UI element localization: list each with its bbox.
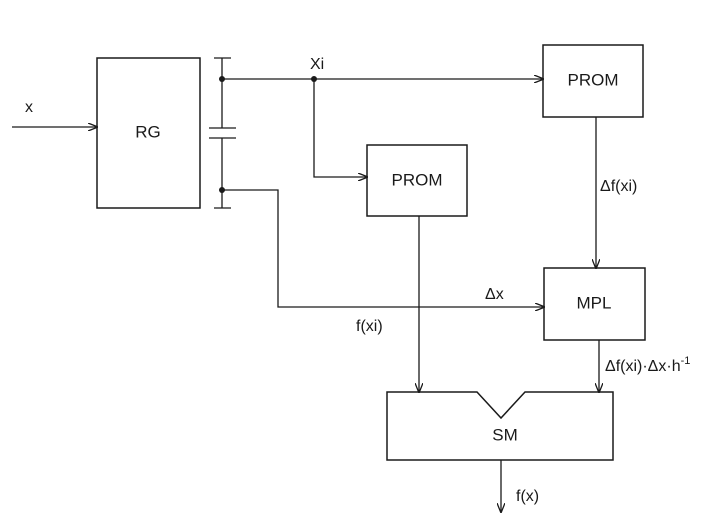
output-fx-label: f(x) bbox=[516, 488, 539, 505]
sm-label: SM bbox=[492, 425, 518, 444]
rg-label: RG bbox=[135, 122, 161, 141]
f-xi-label: f(xi) bbox=[356, 318, 383, 335]
mpl-block bbox=[543, 267, 646, 341]
mpl-label: MPL bbox=[577, 293, 612, 312]
input-x-label: x bbox=[25, 99, 33, 116]
xi-label: Xi bbox=[310, 56, 324, 73]
junction-xi-bus bbox=[219, 76, 225, 82]
prom-mid-block bbox=[366, 144, 468, 217]
prom-top-label: PROM bbox=[568, 70, 619, 89]
delta-x-to-mpl-arrow bbox=[222, 189, 544, 307]
sm-block bbox=[386, 391, 614, 461]
xi-to-prom-mid-arrow bbox=[313, 79, 367, 177]
rg-block bbox=[96, 57, 201, 209]
prom-top-block bbox=[542, 44, 644, 118]
delta-x-label: Δx bbox=[485, 286, 504, 303]
delta-f-xi-label: Δf(xi) bbox=[600, 178, 637, 195]
prom-mid-label: PROM bbox=[392, 170, 443, 189]
product-label-main: Δf(xi)·Δx·h bbox=[605, 358, 681, 375]
product-label-exponent: -1 bbox=[681, 355, 691, 367]
product-label: Δf(xi)·Δx·h-1 bbox=[605, 355, 690, 375]
